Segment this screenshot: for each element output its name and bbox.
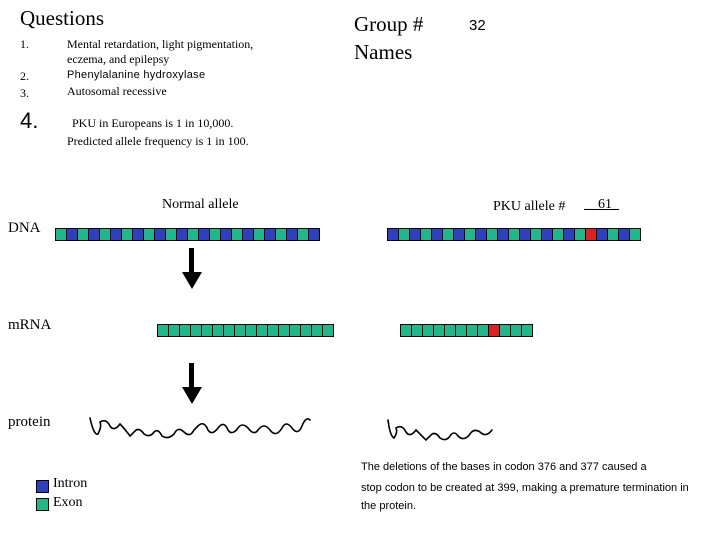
question-3-answer: Autosomal recessive — [67, 84, 167, 98]
mrna-pku-strip — [400, 324, 533, 337]
question-1-answer-line-2: eczema, and epilepsy — [67, 52, 170, 66]
pku-allele-label: PKU allele # — [493, 199, 566, 214]
question-1-answer: Mental retardation, light pigmentation, … — [67, 37, 253, 67]
exon-segment — [521, 324, 533, 337]
question-2-number: 2. — [20, 69, 29, 83]
question-1-answer-line-1: Mental retardation, light pigmentation, — [67, 37, 254, 51]
question-4-answer-line-2: Predicted allele frequency is 1 in 100. — [67, 134, 249, 148]
question-4-number: 4. — [20, 108, 39, 133]
normal-allele-label: Normal allele — [162, 197, 239, 212]
arrow-down-icon — [182, 363, 202, 404]
names-label: Names — [354, 40, 413, 64]
group-number: 32 — [469, 17, 486, 34]
question-3-number: 3. — [20, 86, 29, 100]
pku-allele-number: __61_ — [584, 197, 619, 212]
page-title: Questions — [20, 6, 104, 30]
dna-pku-strip — [387, 228, 641, 241]
key-intron-swatch — [36, 480, 49, 493]
protein-pku-squiggle — [387, 419, 493, 442]
question-1-number: 1. — [20, 37, 29, 51]
arrow-down-icon — [182, 248, 202, 289]
explanation-line-1: The deletions of the bases in codon 376 … — [361, 461, 647, 473]
intron-segment — [308, 228, 320, 241]
pku-allele-number-value: 61 — [598, 197, 612, 212]
explanation-text: The deletions of the bases in codon 376 … — [361, 458, 701, 515]
dna-row-label: DNA — [8, 220, 41, 236]
group-label: Group # — [354, 12, 424, 36]
key-exon-label: Exon — [53, 495, 83, 510]
mrna-row-label: mRNA — [8, 317, 52, 333]
question-2-answer: Phenylalanine hydroxylase — [67, 69, 206, 81]
protein-normal-squiggle — [89, 417, 311, 439]
explanation-line-2: stop codon to be created at 399, making … — [361, 482, 689, 512]
protein-row-label: protein — [8, 414, 51, 430]
dna-normal-strip — [55, 228, 320, 241]
key-exon-swatch — [36, 498, 49, 511]
question-4-answer-line-1: PKU in Europeans is 1 in 10,000. — [72, 116, 234, 130]
mrna-normal-strip — [157, 324, 334, 337]
exon-segment — [322, 324, 334, 337]
exon-segment — [629, 228, 641, 241]
key-intron-label: Intron — [53, 476, 88, 491]
